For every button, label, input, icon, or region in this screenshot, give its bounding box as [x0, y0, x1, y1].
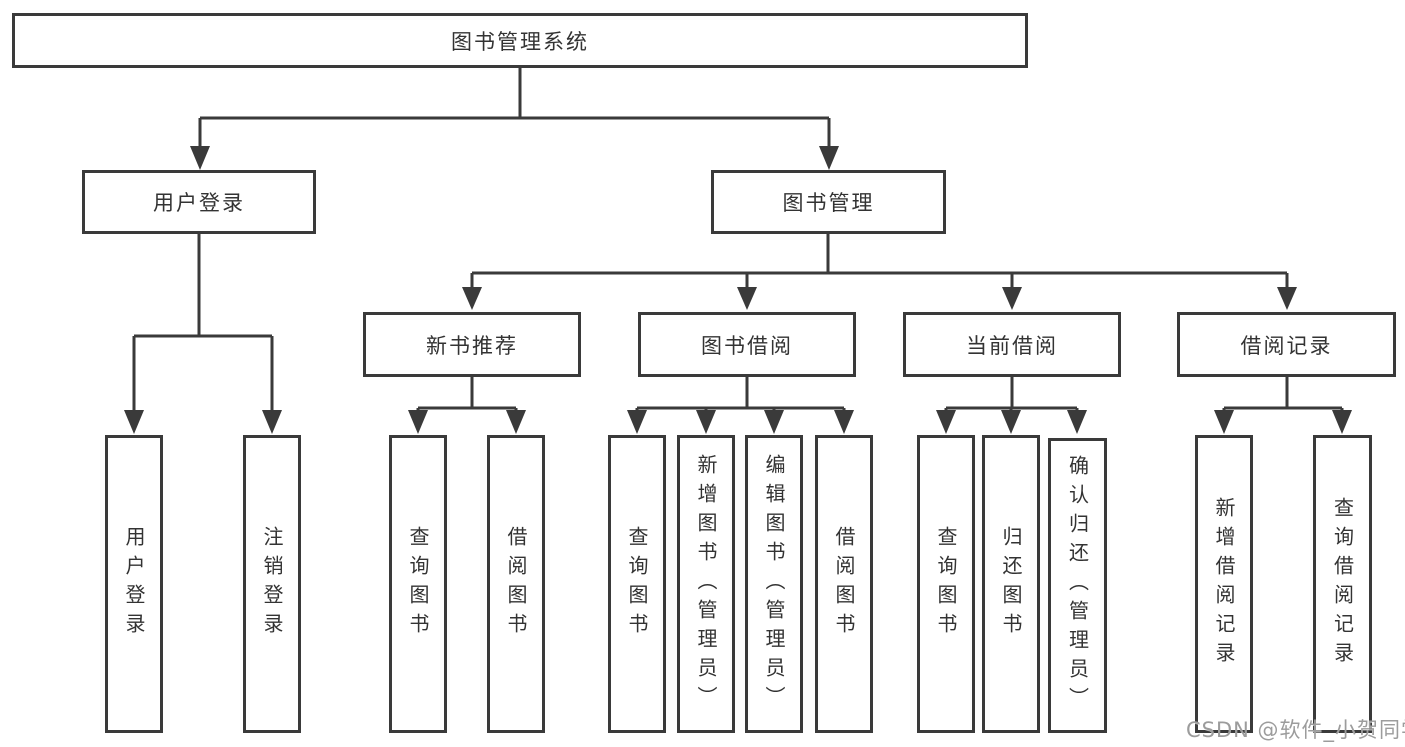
node-new-book-recommend: 新书推荐	[363, 312, 581, 377]
leaf-records-query-borrow-record: 查询借阅记录	[1313, 435, 1372, 733]
node-book-management: 图书管理	[711, 170, 946, 234]
node-current-borrow: 当前借阅	[903, 312, 1121, 377]
leaf-user-login: 用户登录	[105, 435, 163, 733]
node-user-login: 用户登录	[82, 170, 316, 234]
leaf-current-return-books: 归还图书	[982, 435, 1040, 733]
leaf-borrow-query-books: 查询图书	[608, 435, 666, 733]
leaf-recommend-query-books: 查询图书	[389, 435, 447, 733]
csdn-watermark: CSDN @软件_小贺同学	[1186, 718, 1405, 742]
leaf-borrow-edit-books-admin: 编辑图书（管理员）	[745, 435, 803, 733]
leaf-current-confirm-return-admin: 确认归还（管理员）	[1048, 438, 1107, 733]
leaf-borrow-borrow-books: 借阅图书	[815, 435, 873, 733]
leaf-borrow-add-books-admin: 新增图书（管理员）	[677, 435, 735, 733]
leaf-records-add-borrow-record: 新增借阅记录	[1195, 435, 1253, 733]
node-book-borrow: 图书借阅	[638, 312, 856, 377]
leaf-logout: 注销登录	[243, 435, 301, 733]
leaf-recommend-borrow-books: 借阅图书	[487, 435, 545, 733]
leaf-current-query-books: 查询图书	[917, 435, 975, 733]
node-library-management-system: 图书管理系统	[12, 13, 1028, 68]
node-borrow-records: 借阅记录	[1177, 312, 1396, 377]
